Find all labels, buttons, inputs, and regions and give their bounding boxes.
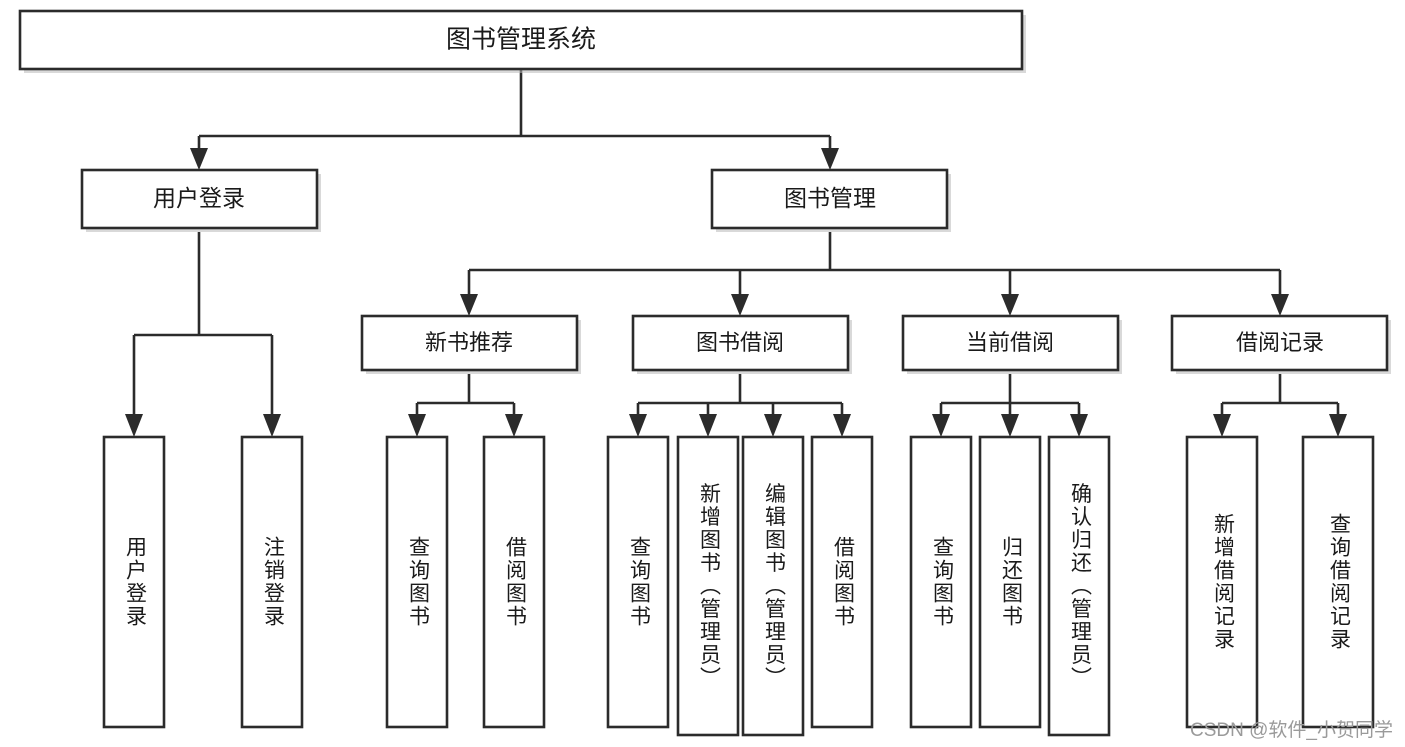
arrow-user-login-leaf-2 — [263, 414, 281, 437]
book-borrow-label: 图书借阅 — [696, 330, 784, 355]
leaf-box — [102, 435, 166, 729]
node-new-book-recommend[interactable]: 新书推荐 — [360, 314, 581, 374]
leaf-current-borrow-2[interactable]: 归还图书 — [978, 435, 1042, 729]
leaf-current-borrow-3[interactable]: 确认归还（管理员） — [1047, 435, 1111, 737]
leaf-label: 借阅图书 — [831, 536, 855, 628]
current-borrow-box — [901, 314, 1120, 372]
arrow-borrow-record-leaf-2 — [1329, 414, 1347, 437]
arrow-book-borrow-leaf-3 — [764, 414, 782, 437]
leaf-label: 查询图书 — [627, 536, 651, 628]
leaf-borrow-record-1[interactable]: 新增借阅记录 — [1185, 435, 1259, 729]
leaf-user-login-1[interactable]: 用户登录 — [102, 435, 166, 729]
leaf-label: 借阅图书 — [503, 536, 527, 628]
borrow-record-label: 借阅记录 — [1236, 330, 1324, 355]
leaf-box — [385, 435, 449, 729]
arrow-new-book-leaf-1 — [408, 414, 426, 437]
leaf-label: 编辑图书（管理员） — [762, 483, 786, 690]
arrow-book-borrow-leaf-4 — [833, 414, 851, 437]
leaf-box — [810, 435, 874, 729]
arrow-to-new-book — [460, 294, 478, 316]
user-login-label: 用户登录 — [153, 185, 245, 211]
root-label: 图书管理系统 — [446, 26, 596, 54]
arrow-book-borrow-leaf-2 — [699, 414, 717, 437]
leaf-label: 查询图书 — [930, 536, 954, 628]
book-manage-label: 图书管理 — [784, 185, 876, 211]
new-book-label: 新书推荐 — [425, 330, 513, 355]
node-book-manage[interactable]: 图书管理 — [710, 168, 951, 232]
arrow-to-book-borrow — [731, 294, 749, 316]
leaf-box — [482, 435, 546, 729]
leaf-label: 查询图书 — [406, 536, 430, 628]
arrow-current-borrow-leaf-3 — [1070, 414, 1088, 437]
arrow-book-borrow-leaf-1 — [629, 414, 647, 437]
node-book-borrow[interactable]: 图书借阅 — [631, 314, 852, 374]
leaf-label: 新增图书（管理员） — [697, 483, 721, 690]
arrow-to-book-manage — [821, 148, 839, 170]
arrow-user-login-leaf-1 — [125, 414, 143, 437]
leaf-book-borrow-4[interactable]: 借阅图书 — [810, 435, 874, 729]
leaf-box — [1301, 435, 1375, 729]
arrow-new-book-leaf-2 — [505, 414, 523, 437]
watermark-label: CSDN @软件_小贺同学 — [1190, 719, 1393, 741]
leaf-box — [606, 435, 670, 729]
arrow-borrow-record-leaf-1 — [1213, 414, 1231, 437]
leaf-new-book-1[interactable]: 查询图书 — [385, 435, 449, 729]
connector-layer — [125, 69, 1347, 437]
borrow-record-box — [1170, 314, 1389, 372]
leaf-box — [1047, 435, 1111, 737]
arrow-current-borrow-leaf-1 — [932, 414, 950, 437]
leaf-book-borrow-2[interactable]: 新增图书（管理员） — [676, 435, 740, 737]
node-user-login[interactable]: 用户登录 — [80, 168, 321, 232]
leaf-label: 确认归还（管理员） — [1068, 483, 1092, 690]
leaf-book-borrow-3[interactable]: 编辑图书（管理员） — [741, 435, 805, 737]
node-borrow-record[interactable]: 借阅记录 — [1170, 314, 1391, 374]
leaf-label: 查询借阅记录 — [1327, 513, 1351, 651]
leaf-label: 注销登录 — [261, 536, 285, 628]
new-book-box — [360, 314, 579, 372]
node-current-borrow[interactable]: 当前借阅 — [901, 314, 1122, 374]
book-manage-box — [710, 168, 949, 230]
root-box — [18, 9, 1024, 71]
leaf-box — [978, 435, 1042, 729]
leaf-book-borrow-1[interactable]: 查询图书 — [606, 435, 670, 729]
leaf-label: 用户登录 — [123, 536, 147, 628]
leaf-label: 归还图书 — [999, 536, 1023, 628]
arrow-to-borrow-record — [1271, 294, 1289, 316]
leaf-box — [741, 435, 805, 737]
leaf-box — [1185, 435, 1259, 729]
book-borrow-box — [631, 314, 850, 372]
node-root[interactable]: 图书管理系统 — [18, 9, 1026, 73]
leaf-label: 新增借阅记录 — [1211, 513, 1235, 651]
arrow-to-user-login — [190, 148, 208, 170]
arrow-current-borrow-leaf-2 — [1001, 414, 1019, 437]
leaf-current-borrow-1[interactable]: 查询图书 — [909, 435, 973, 729]
leaf-user-login-2[interactable]: 注销登录 — [240, 435, 304, 729]
arrow-to-current-borrow — [1001, 294, 1019, 316]
leaf-box — [240, 435, 304, 729]
user-login-box — [80, 168, 319, 230]
current-borrow-label: 当前借阅 — [966, 330, 1054, 355]
leaf-new-book-2[interactable]: 借阅图书 — [482, 435, 546, 729]
leaf-box — [676, 435, 740, 737]
leaf-box — [909, 435, 973, 729]
leaf-borrow-record-2[interactable]: 查询借阅记录 — [1301, 435, 1375, 729]
